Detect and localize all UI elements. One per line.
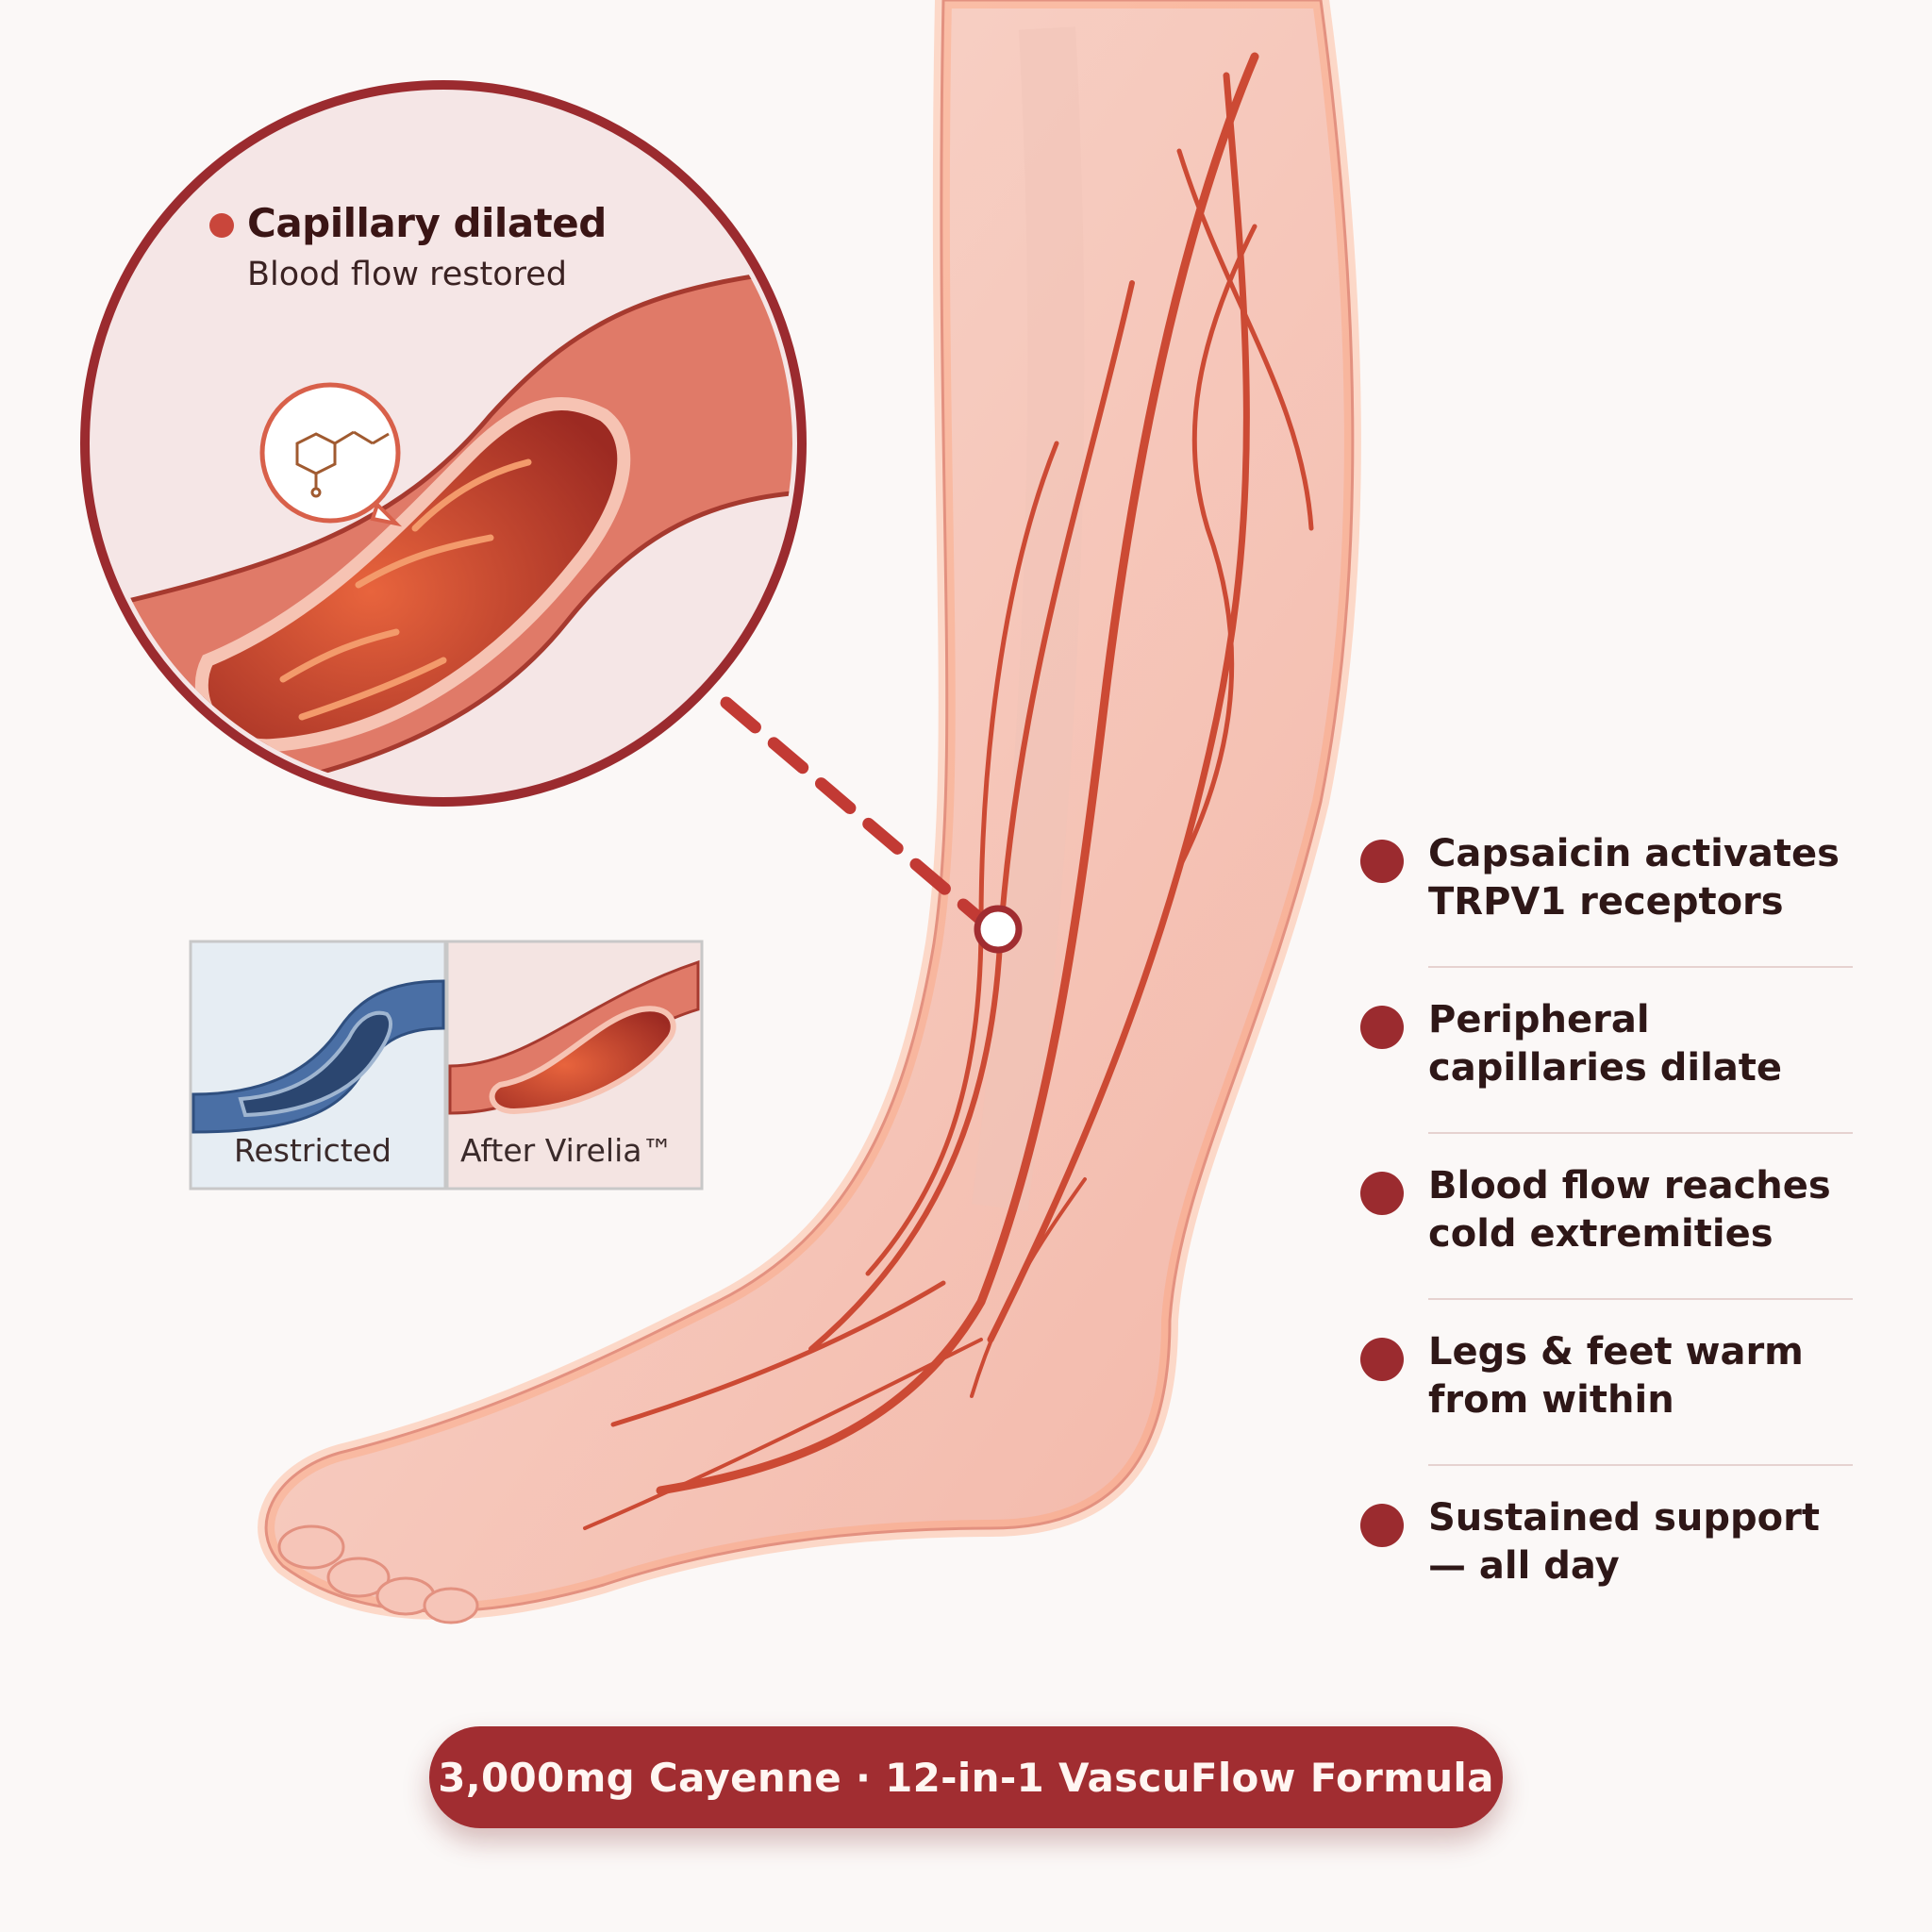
zoom-callout-text: Capillary dilated Blood flow restored xyxy=(209,200,607,293)
step-item: Peripheral capillaries dilate xyxy=(1360,996,1853,1162)
step-item: Capsaicin activates TRPV1 receptors xyxy=(1360,830,1853,996)
zoom-callout-circle xyxy=(80,80,807,807)
step-bullet xyxy=(1360,1338,1404,1381)
after-label: After Virelia™ xyxy=(460,1132,674,1169)
step-item: Sustained support — all day xyxy=(1360,1494,1843,1660)
callout-dot xyxy=(209,213,234,238)
step-bullet xyxy=(1360,1006,1404,1049)
benefit-steps: Capsaicin activates TRPV1 receptors Peri… xyxy=(1360,830,1853,1660)
zoom-callout-subtitle: Blood flow restored xyxy=(247,256,568,293)
divider xyxy=(1428,966,1853,968)
step-item: Legs & feet warm from within xyxy=(1360,1328,1853,1494)
step-text: Legs & feet warm from within xyxy=(1428,1330,1804,1422)
zoom-callout-title: Capillary dilated xyxy=(247,200,607,246)
step-bullet xyxy=(1360,1172,1404,1215)
step-item: Blood flow reaches cold extremities xyxy=(1360,1162,1853,1328)
step-text: Sustained support — all day xyxy=(1428,1496,1820,1588)
step-text: Blood flow reaches cold extremities xyxy=(1428,1164,1831,1256)
formula-badge: 3,000mg Cayenne · 12-in-1 VascuFlow Form… xyxy=(429,1726,1503,1828)
restricted-label: Restricted xyxy=(234,1132,391,1169)
formula-badge-text: 3,000mg Cayenne · 12-in-1 VascuFlow Form… xyxy=(438,1754,1494,1801)
divider xyxy=(1428,1298,1853,1300)
divider xyxy=(1428,1464,1853,1466)
comparison-panels xyxy=(189,940,704,1191)
divider xyxy=(1428,1132,1853,1134)
step-text: Peripheral capillaries dilate xyxy=(1428,998,1783,1090)
step-text: Capsaicin activates TRPV1 receptors xyxy=(1428,832,1840,924)
leg-illustration xyxy=(258,0,1361,1624)
step-bullet xyxy=(1360,1504,1404,1547)
step-bullet xyxy=(1360,840,1404,883)
